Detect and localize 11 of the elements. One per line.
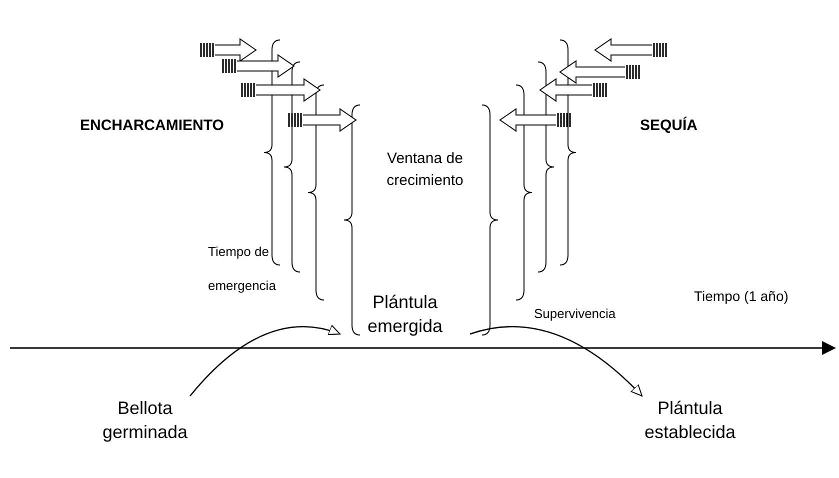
heading-text: SEQUÍA <box>640 117 699 134</box>
stage-label: Bellota germinada <box>90 396 200 448</box>
heading-text: ENCHARCAMIENTO <box>80 117 225 134</box>
curved-arrow <box>190 325 340 396</box>
stage-label: Plántula emergida <box>340 290 470 342</box>
annotation-text: Ventana de crecimiento <box>386 149 464 191</box>
axis-label: Supervivencia <box>534 306 617 321</box>
axis-label: Tiempo (1 año) <box>694 288 790 304</box>
axis-label: Tiempo de emergencia <box>208 243 277 295</box>
stage-label: Plántula establecida <box>630 396 750 448</box>
curved-arrow <box>470 326 642 396</box>
